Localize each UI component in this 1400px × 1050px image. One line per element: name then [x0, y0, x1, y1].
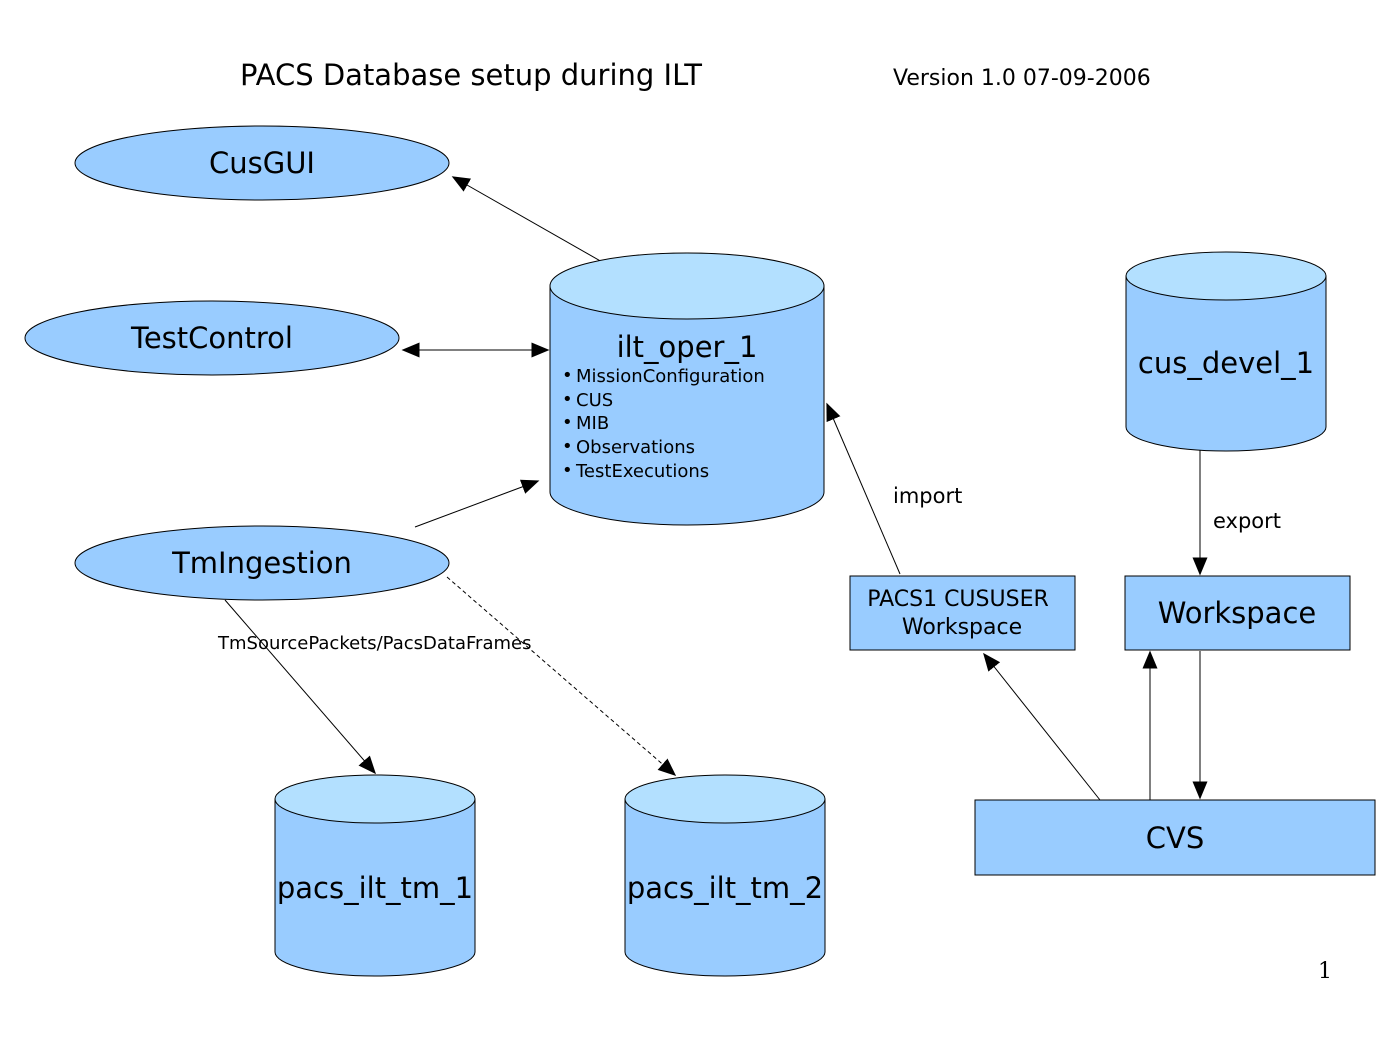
pacs-ilt-tm-1-database[interactable]: pacs_ilt_tm_1: [274, 774, 476, 977]
ilt-oper-1-contents: • MissionConfiguration • CUS • MIB • Obs…: [562, 365, 765, 482]
workspace-box[interactable]: Workspace: [1124, 575, 1351, 651]
bullet-icon: •: [562, 436, 573, 457]
pacs1-cususer-label-line1: PACS1 CUSUSER: [867, 587, 1049, 612]
cusgui-node[interactable]: CusGUI: [74, 125, 450, 201]
pacs1-cususer-label-line2: Workspace: [902, 615, 1022, 640]
workspace-label: Workspace: [1158, 596, 1317, 630]
version-label: Version 1.0 07-09-2006: [893, 66, 1151, 91]
ilt-oper-1-database[interactable]: ilt_oper_1 • MissionConfiguration • CUS …: [549, 252, 825, 526]
cus-devel-1-database[interactable]: cus_devel_1: [1125, 251, 1327, 452]
content-item: CUS: [576, 390, 613, 411]
page-number: 1: [1318, 959, 1332, 984]
content-item: MIB: [576, 413, 609, 434]
cusgui-label: CusGUI: [209, 146, 315, 180]
pacs-ilt-tm-2-label: pacs_ilt_tm_2: [627, 871, 823, 905]
pacs-ilt-tm-1-label: pacs_ilt_tm_1: [277, 871, 473, 905]
testcontrol-label: TestControl: [130, 321, 293, 355]
bullet-icon: •: [562, 365, 573, 386]
bullet-icon: •: [562, 389, 573, 410]
import-label: import: [893, 484, 962, 508]
content-item: MissionConfiguration: [576, 366, 765, 387]
edge-tmingestion-to-pacs-ilt-tm-1: [224, 599, 376, 775]
diagram-title: PACS Database setup during ILT: [240, 58, 702, 92]
pacs1-cususer-workspace-box[interactable]: PACS1 CUSUSER Workspace: [849, 575, 1076, 651]
tm-data-label: TmSourcePackets/PacsDataFrames: [217, 633, 531, 654]
bullet-icon: •: [562, 460, 573, 481]
pacs-ilt-tm-2-database[interactable]: pacs_ilt_tm_2: [624, 774, 826, 977]
testcontrol-node[interactable]: TestControl: [24, 300, 400, 376]
cvs-label: CVS: [1146, 821, 1205, 855]
edge-pacs1-cususer-to-ilt-oper: [826, 402, 901, 575]
cus-devel-1-label: cus_devel_1: [1138, 346, 1314, 380]
tmingestion-node[interactable]: TmIngestion: [74, 525, 450, 601]
bullet-icon: •: [562, 412, 573, 433]
ilt-oper-1-label: ilt_oper_1: [617, 330, 758, 364]
tmingestion-label: TmIngestion: [171, 546, 352, 580]
cvs-box[interactable]: CVS: [974, 799, 1376, 876]
edge-ilt-oper-to-cusgui: [451, 176, 626, 276]
content-item: Observations: [576, 437, 695, 458]
content-item: TestExecutions: [575, 461, 709, 482]
edge-tmingestion-to-pacs-ilt-tm-2: [446, 576, 677, 776]
edge-cvs-to-pacs1-cususer: [983, 652, 1101, 801]
edge-tmingestion-to-ilt-oper: [414, 479, 540, 528]
export-label: export: [1213, 509, 1281, 533]
